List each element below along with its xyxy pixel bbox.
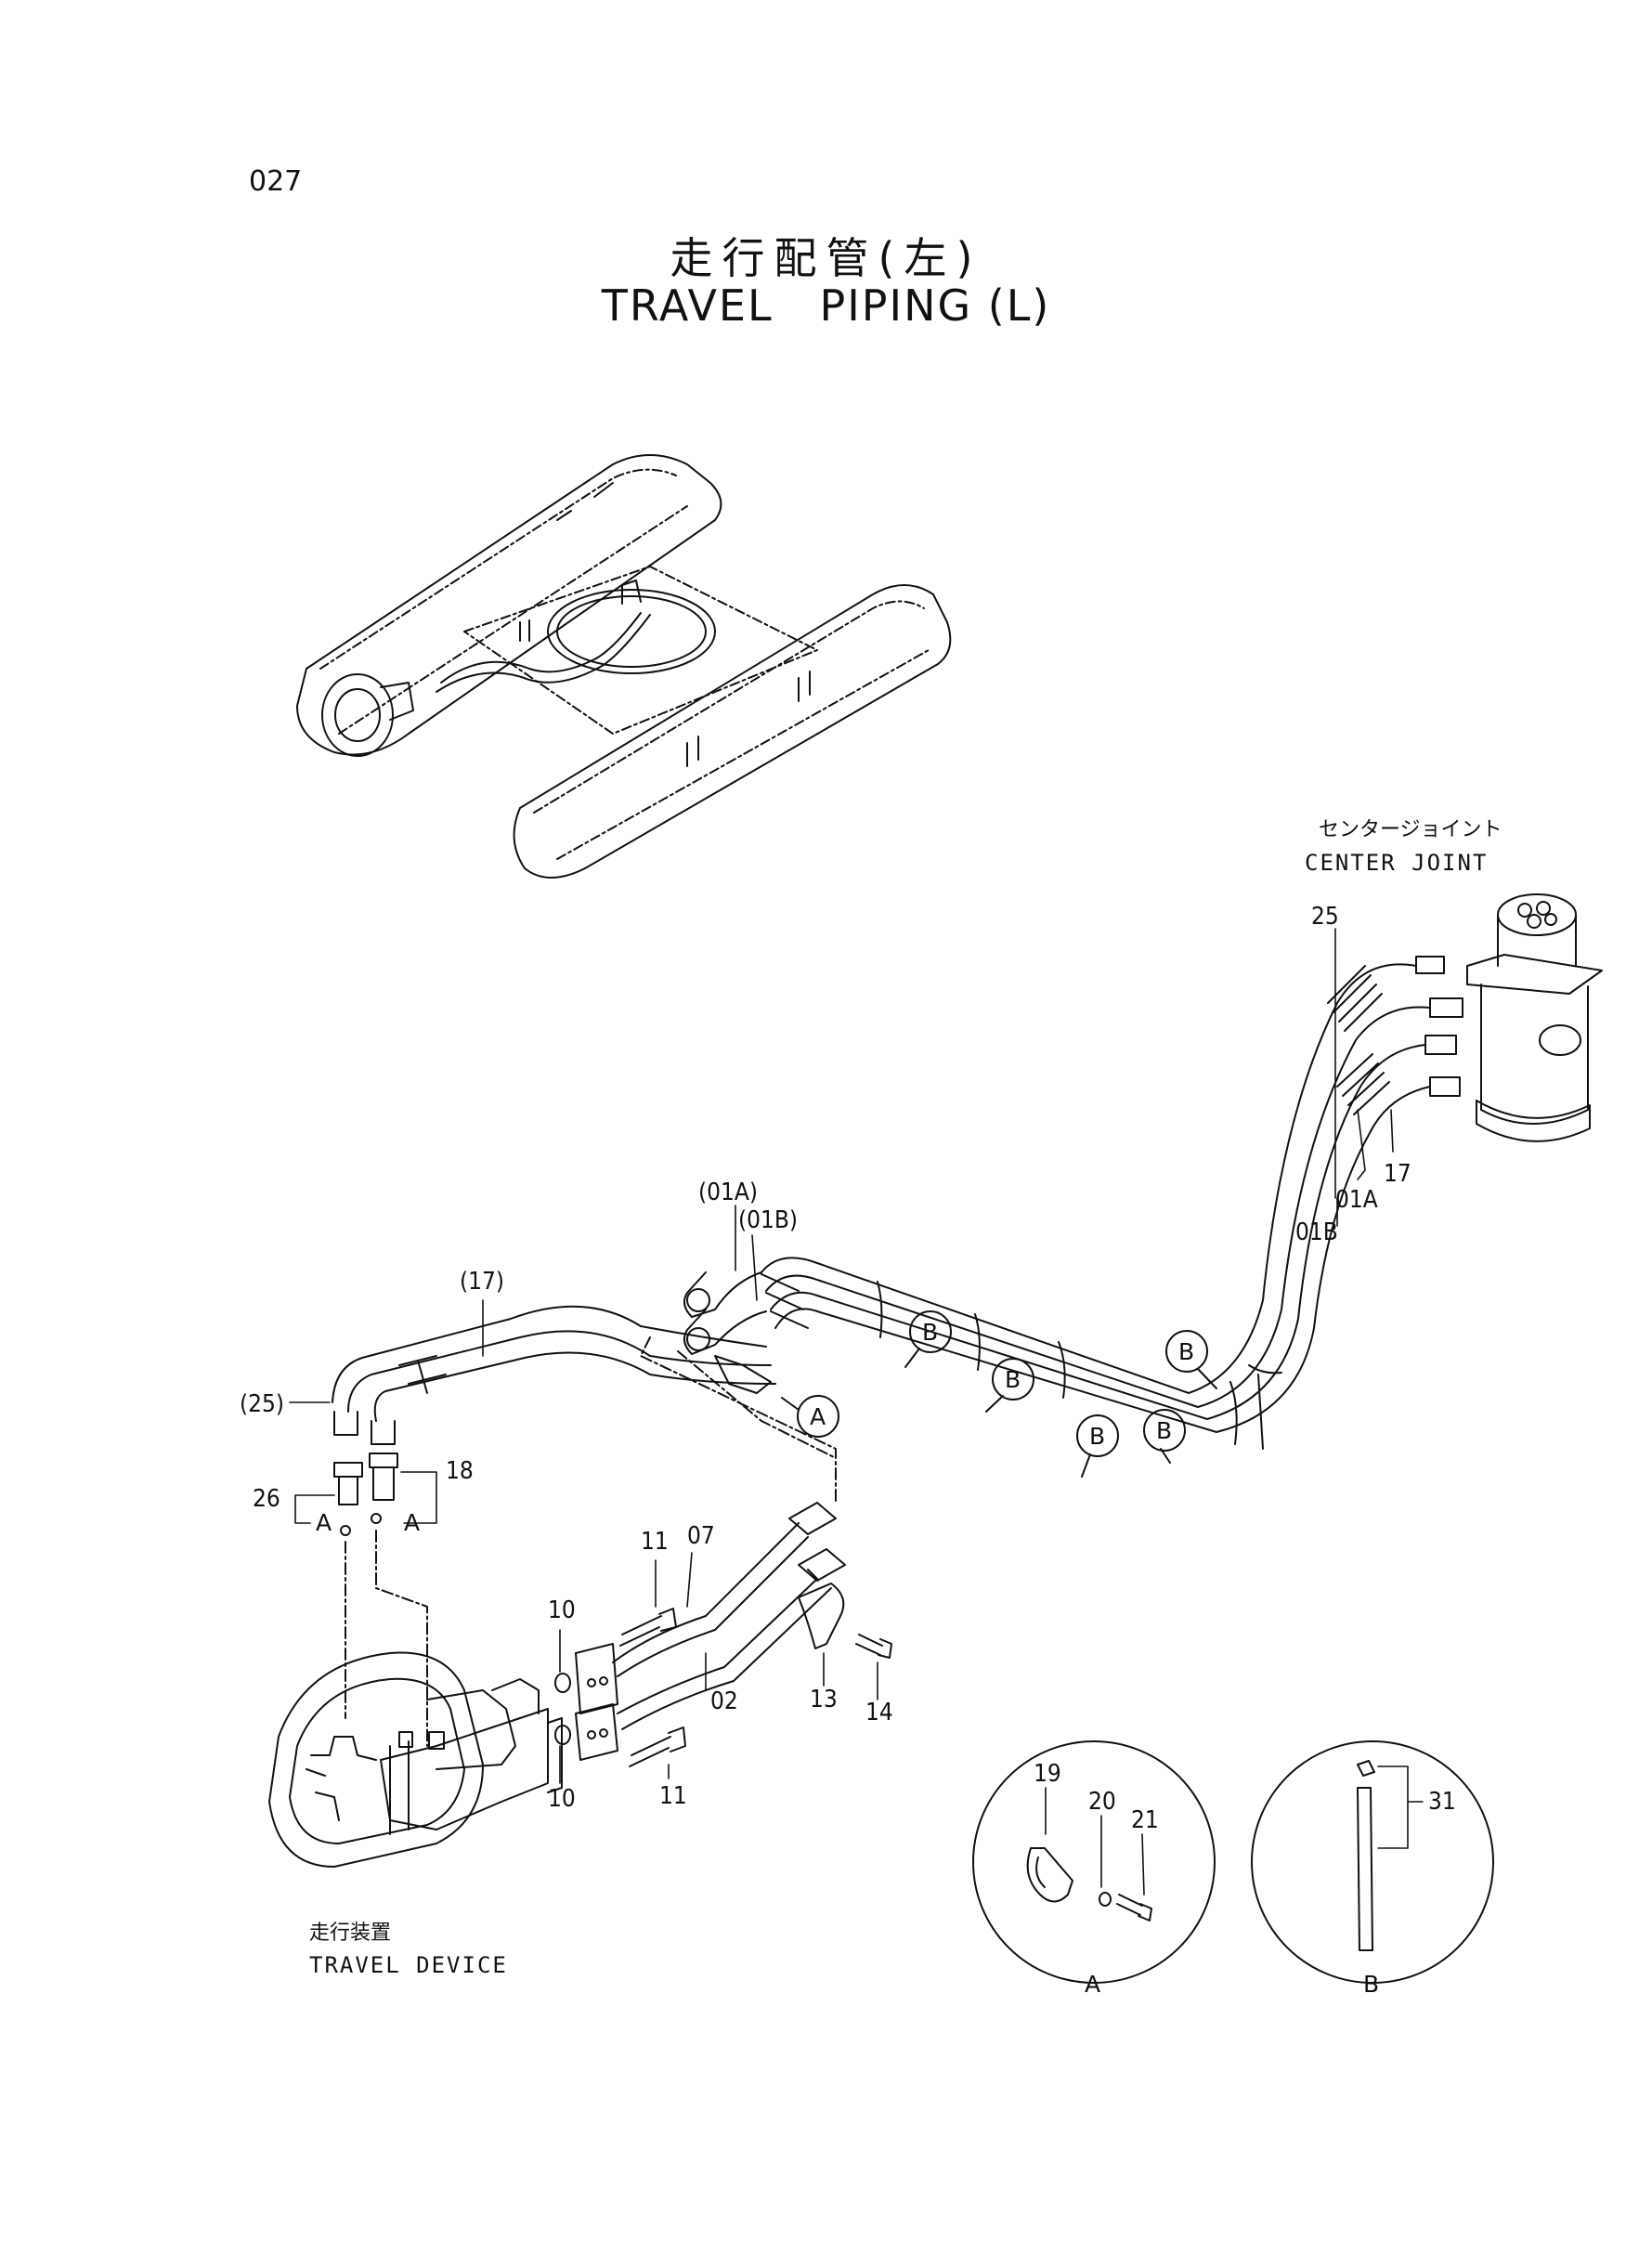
band-b-2 (1058, 1341, 1066, 1399)
callout-01a-ref: (01A) (698, 1179, 758, 1206)
detail-view-a (972, 1740, 1216, 1984)
clamp-a-bracket (714, 1355, 772, 1394)
band-b-3 (974, 1313, 981, 1371)
detail-view-b (1251, 1740, 1494, 1984)
pipe-02 (617, 1569, 818, 1714)
callout-13: 13 (810, 1686, 838, 1713)
callout-21: 21 (1131, 1806, 1159, 1834)
rigid-pipes (554, 1502, 892, 1767)
detail-b-caption: B (1363, 1971, 1379, 1998)
band-b-5 (1248, 1364, 1282, 1375)
callout-01b-ref: (01B) (738, 1206, 798, 1234)
washer-20 (1099, 1892, 1112, 1907)
marker-b-1-text: B (922, 1319, 938, 1346)
overview-travel-motor (321, 673, 414, 757)
marker-b-5-text: B (1178, 1338, 1194, 1365)
callout-11-upper: 11 (641, 1528, 669, 1556)
marker-b-5 (1165, 1330, 1208, 1373)
hose-protector-spring-25 (1327, 965, 1383, 1032)
marker-b-1 (909, 1310, 952, 1353)
marker-b-4-text: B (1156, 1417, 1172, 1444)
title-japanese: 走行配管(左) (670, 233, 982, 283)
callout-17: 17 (1384, 1160, 1411, 1188)
center-joint-label-en: CENTER JOINT (1305, 850, 1488, 876)
band-31 (1357, 1787, 1373, 1951)
title-english: TRAVEL PIPING (L) (601, 280, 1051, 331)
marker-b-4 (1143, 1409, 1186, 1452)
marker-b-3 (1076, 1414, 1119, 1457)
center-joint (1415, 893, 1603, 1142)
pipe-07 (612, 1522, 800, 1663)
callout-10-lower: 10 (548, 1785, 576, 1813)
detail-markers (781, 1310, 1217, 1478)
callout-18: 18 (446, 1457, 474, 1485)
marker-b-2 (992, 1358, 1034, 1401)
center-joint-label-jp: センタージョイント (1319, 818, 1502, 841)
callout-10-upper: 10 (548, 1596, 576, 1624)
callout-01a: 01A (1335, 1186, 1378, 1214)
callout-19: 19 (1034, 1760, 1061, 1788)
clamp-13 (798, 1583, 845, 1649)
marker-b-3-text: B (1089, 1423, 1105, 1450)
center-joint-fittings (1415, 956, 1463, 1097)
center-joint-flange (1466, 954, 1603, 995)
page-number: 027 (249, 165, 303, 198)
callout-14: 14 (865, 1699, 893, 1726)
marker-a-1 (797, 1395, 839, 1438)
callout-20: 20 (1088, 1788, 1116, 1816)
band-31-buckle (1357, 1760, 1375, 1777)
travel-motor-housing (426, 1689, 516, 1770)
o-ring-10-upper (554, 1673, 571, 1693)
callout-25-ref: (25) (240, 1390, 284, 1418)
travel-device (268, 1651, 563, 1868)
split-flange-upper (575, 1643, 618, 1714)
bolt-11-lower (629, 1726, 686, 1767)
bolt-11-upper (619, 1608, 677, 1647)
callout-31: 31 (1428, 1788, 1456, 1816)
detail-a-caption: A (1085, 1971, 1100, 1998)
band-b-1 (1229, 1381, 1238, 1445)
callout-01b: 01B (1295, 1218, 1338, 1246)
center-frame (436, 566, 818, 735)
fitting-25 (333, 1411, 358, 1436)
swing-bearing-ring (547, 589, 716, 674)
view-a-right: A (404, 1509, 420, 1536)
undercarriage-overview (296, 454, 952, 879)
marker-a-1-text: A (810, 1403, 826, 1430)
right-track-frame (513, 584, 952, 879)
leader-lines (289, 928, 1424, 1896)
bolt-14 (855, 1634, 892, 1659)
callout-07: 07 (687, 1522, 715, 1550)
hose-protector-left (398, 1355, 447, 1394)
callout-26: 26 (253, 1485, 280, 1513)
hose-17 (347, 1330, 772, 1413)
o-ring-a (340, 1525, 351, 1536)
overview-hoses (440, 612, 642, 684)
callout-11-lower: 11 (659, 1782, 687, 1810)
left-track-frame (296, 454, 722, 756)
adapter-18 (372, 1466, 395, 1501)
split-flange-lower (575, 1703, 618, 1761)
hose-protector-spring-01a (1336, 1053, 1390, 1115)
marker-b-2-text: B (1005, 1366, 1021, 1393)
callout-17-ref: (17) (460, 1268, 504, 1296)
adapter-26 (338, 1476, 358, 1505)
clamp-19 (1026, 1847, 1073, 1903)
callout-25: 25 (1311, 903, 1339, 931)
bolt-21 (1116, 1894, 1152, 1922)
hose-bundle (332, 963, 1431, 1747)
callout-02: 02 (710, 1687, 738, 1715)
travel-device-label-en: TRAVEL DEVICE (309, 1952, 508, 1978)
view-a-left: A (316, 1509, 332, 1536)
travel-device-label-jp: 走行装置 (309, 1922, 391, 1945)
band-b-4 (877, 1281, 883, 1338)
